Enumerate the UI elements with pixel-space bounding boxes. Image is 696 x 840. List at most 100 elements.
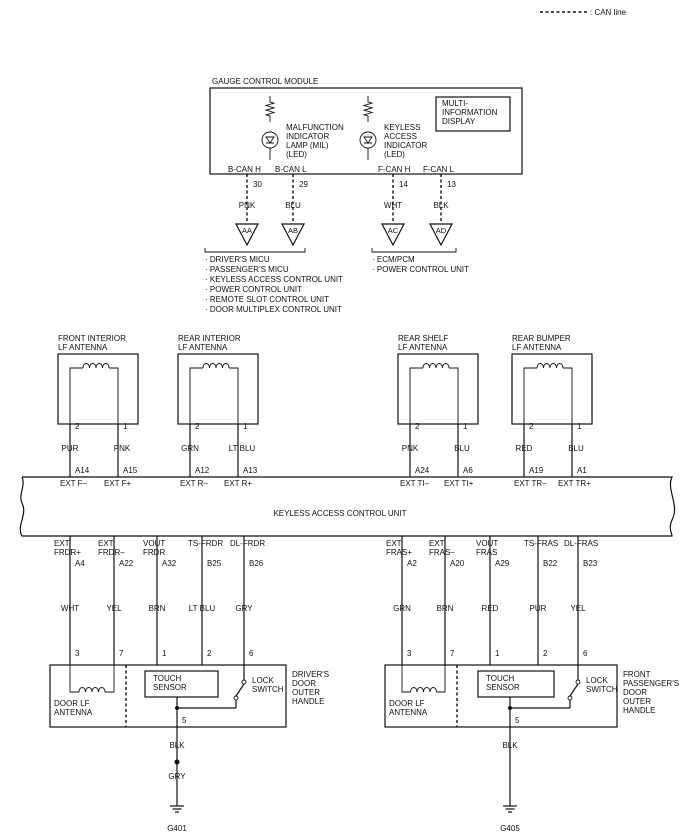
door-terminal-label: FRAS+ [386,548,412,557]
antenna-wire-color: PUR [62,444,79,453]
antenna-pin: 2 [75,422,80,431]
door-wire-color: WHT [61,604,79,613]
door-terminal-label: FRAS– [429,548,455,557]
door-antenna-loop-left [401,665,406,693]
keyless-indicator-label: ACCESS [384,132,417,141]
touch-sensor-box [477,670,555,698]
door-handle-pin: 6 [249,649,254,658]
antenna-wire-color: GRN [181,444,199,453]
kacu-title: KEYLESS ACCESS CONTROL UNIT [273,509,406,518]
door-kacu-pin: B26 [249,559,264,568]
door-wire-color: LT BLU [189,604,216,613]
gcm-pin-number: 13 [447,180,456,189]
door-terminal-label: DL-FRAS [564,539,598,548]
kacu-pin: A14 [75,466,90,475]
kacu-terminal: EXT TR– [514,479,547,488]
door-handle-pin: 2 [207,649,212,658]
can-connector-label: AB [288,226,298,235]
door-terminal-label: EXT [429,539,445,548]
touch-sensor-box [144,670,219,698]
gcm-pin-number: 14 [399,180,408,189]
antenna-pin: 2 [415,422,420,431]
door-kacu-pin: A29 [495,559,510,568]
door-handle-title: FRONT [623,670,651,679]
antenna-wire-color: LT BLU [229,444,256,453]
kacu-pin: A19 [529,466,544,475]
lock-switch-contact-icon [567,695,573,701]
lock-switch-label: SWITCH [252,685,284,694]
can-line-legend-label: : CAN line [590,8,627,17]
can-wire-color: WHT [384,201,402,210]
door-terminal-label: DL-FRDR [230,539,265,548]
multi-information-display-label: DISPLAY [442,117,476,126]
door-terminal-label: FRAS [476,548,497,557]
ground-label: G401 [167,824,187,833]
door-handle-pin: 3 [75,649,80,658]
door-handle-pin: 6 [583,649,588,658]
can-connector-label: AD [436,226,447,235]
gcm-title: GAUGE CONTROL MODULE [212,77,318,86]
door-handle-title: OUTER [623,697,651,706]
antenna-coil-icon [418,363,454,369]
door-kacu-pin: B22 [543,559,558,568]
can-wire-color: BLU [285,201,301,210]
antenna-coil-icon [198,363,234,369]
bcan-destination-list: · KEYLESS ACCESS CONTROL UNIT [205,275,343,284]
bcan-destination-list: · DRIVER'S MICU [205,255,270,264]
door-kacu-pin: A22 [119,559,134,568]
door-handle-title: PASSENGER'S [623,679,679,688]
door-kacu-pin: B23 [583,559,598,568]
lock-switch-label: SWITCH [586,685,618,694]
door-terminal-label: EXT [98,539,114,548]
antenna-title: LF ANTENNA [398,343,448,352]
gcm-pin-number: 29 [299,180,308,189]
lf-antenna-box [511,353,593,425]
lock-switch-contact-icon [575,679,581,685]
bcan-destination-list: · PASSENGER'S MICU [205,265,289,274]
door-lf-antenna-label: ANTENNA [389,708,428,717]
kacu-pin: A24 [415,466,430,475]
antenna-wire-color: PNK [114,444,131,453]
gcm-led-kai-diode-icon [363,136,373,144]
antenna-title: REAR INTERIOR [178,334,241,343]
gcm-resistor-mil-icon [264,96,276,122]
bcan-destination-list: · POWER CONTROL UNIT [205,285,302,294]
kacu-pin: A15 [123,466,138,475]
antenna-loop-left [189,367,198,424]
antenna-pin: 2 [195,422,200,431]
antenna-coil-icon [532,363,568,369]
antenna-loop-right [234,367,239,424]
gcm-led-mil-diode-icon [265,136,275,144]
antenna-title: REAR SHELF [398,334,448,343]
touch-sensor-label: TOUCH [153,674,182,683]
ground-wire-color: BLK [169,741,185,750]
kacu-terminal: EXT F– [60,479,88,488]
door-antenna-loop-right [441,665,446,693]
door-wire-color: RED [482,604,499,613]
lock-switch-contact-icon [233,695,239,701]
door-wire-color: BRN [437,604,454,613]
lock-switch-blade-icon [235,683,245,697]
bcan-bracket [204,248,306,253]
door-kacu-pin: B25 [207,559,222,568]
ground-wire-color: GRY [168,772,186,781]
lf-antenna-box [57,353,139,425]
antenna-wire-color: BLU [568,444,584,453]
ground-pin: 5 [515,716,520,725]
door-handle-title: OUTER [292,688,320,697]
gcm-pin-name: F-CAN H [378,165,411,174]
antenna-pin: 1 [463,422,468,431]
antenna-title: REAR BUMPER [512,334,571,343]
multi-information-display-box [435,96,511,132]
antenna-wire-color: BLU [454,444,470,453]
door-terminal-label: FRDR+ [54,548,81,557]
mil-label: (LED) [286,150,307,159]
mil-label: INDICATOR [286,132,329,141]
antenna-title: FRONT INTERIOR [58,334,126,343]
can-connector-ad-icon [429,223,453,247]
door-wire-color: YEL [106,604,122,613]
antenna-pin: 2 [529,422,534,431]
door-lf-antenna-label: DOOR LF [54,699,90,708]
door-outer-handle-box [49,664,287,728]
door-kacu-pin: A2 [407,559,417,568]
